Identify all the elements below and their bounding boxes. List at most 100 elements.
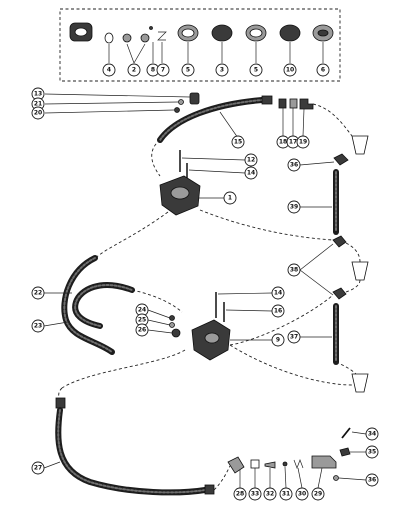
svg-text:21: 21	[34, 101, 42, 108]
valve-body-29-icon	[311, 455, 337, 469]
callout-33: 33	[248, 487, 262, 501]
svg-text:10: 10	[286, 67, 294, 74]
gasket-10-icon	[279, 24, 301, 42]
svg-text:15: 15	[234, 139, 242, 146]
callout-16: 16	[271, 304, 285, 318]
fitting-24-icon	[169, 315, 175, 321]
svg-text:19: 19	[299, 139, 307, 146]
svg-text:17: 17	[289, 139, 297, 146]
right-hoses-group: 36 39 38 37	[287, 135, 369, 393]
svg-text:35: 35	[368, 449, 376, 456]
svg-text:36: 36	[290, 162, 298, 169]
callout-7: 7	[156, 63, 170, 77]
trim-cylinder-connector-mid-icon	[351, 261, 369, 281]
elbow-fitting-13-icon	[189, 92, 200, 105]
svg-text:36: 36	[368, 477, 376, 484]
spring-30-icon	[293, 459, 304, 469]
svg-text:6: 6	[321, 67, 325, 74]
svg-text:4: 4	[107, 67, 111, 74]
bottom-hose-group: 27	[31, 387, 231, 496]
svg-text:29: 29	[314, 491, 322, 498]
svg-text:14: 14	[274, 290, 282, 297]
svg-text:24: 24	[138, 307, 146, 314]
svg-text:25: 25	[138, 317, 146, 324]
fitting-38a-icon	[332, 235, 347, 248]
fitting-32-icon	[264, 461, 276, 469]
washer-36-icon	[333, 475, 339, 481]
svg-text:3: 3	[220, 67, 224, 74]
callout-26: 26	[135, 323, 149, 337]
callout-31: 31	[279, 487, 293, 501]
svg-text:33: 33	[251, 491, 259, 498]
svg-text:2: 2	[132, 67, 136, 74]
spring-and-ball-icon	[149, 26, 167, 41]
callout-23: 23	[31, 319, 45, 333]
fitting-35-icon	[339, 447, 351, 457]
fitting-18-icon	[278, 98, 287, 109]
callout-29: 29	[311, 487, 325, 501]
callout-12: 12	[244, 153, 258, 167]
callout-28: 28	[233, 487, 247, 501]
trim-pump-block-group: 12 14 1	[159, 150, 258, 216]
fitting-33-icon	[250, 459, 260, 469]
kit-dashed-box	[59, 8, 341, 82]
svg-text:30: 30	[298, 491, 306, 498]
elbow-28-icon	[227, 456, 245, 474]
svg-text:26: 26	[138, 327, 146, 334]
svg-text:38: 38	[290, 267, 298, 274]
callout-36-top: 36	[287, 158, 301, 172]
callout-3: 3	[215, 63, 229, 77]
svg-text:12: 12	[247, 157, 255, 164]
svg-text:14: 14	[247, 170, 255, 177]
trim-cylinder-connector-top-icon	[351, 135, 369, 155]
svg-text:39: 39	[290, 204, 298, 211]
callout-37: 37	[287, 330, 301, 344]
svg-text:37: 37	[290, 334, 298, 341]
fitting-19-icon	[299, 98, 314, 110]
o-ring-icon	[104, 32, 114, 44]
callout-36-bottom: 36	[365, 473, 379, 487]
svg-text:7: 7	[161, 67, 165, 74]
svg-text:20: 20	[34, 110, 42, 117]
gasket-3-icon	[211, 24, 233, 42]
callout-22: 22	[31, 286, 45, 300]
callout-6: 6	[316, 63, 330, 77]
svg-text:8: 8	[151, 67, 155, 74]
hose-27-end-fitting-icon	[55, 397, 66, 409]
callout-20: 20	[31, 106, 45, 120]
washer-25-icon	[169, 322, 175, 328]
callout-38: 38	[287, 263, 301, 277]
bottom-fittings-group: 28 33 32 31 30 29 34 35 36 18	[227, 427, 379, 501]
svg-text:13: 13	[34, 91, 42, 98]
callout-14-bottom: 14	[271, 286, 285, 300]
svg-text:1: 1	[228, 195, 232, 202]
callout-14-top: 14	[244, 166, 258, 180]
callout-5-right: 5	[249, 63, 263, 77]
screw-34-icon	[341, 427, 351, 439]
svg-text:22: 22	[34, 290, 42, 297]
left-hoses-group: 22 23 24 25 26 14 16 9	[31, 255, 285, 361]
callout-10: 10	[283, 63, 297, 77]
fitting-26-icon	[171, 328, 181, 338]
callout-39: 39	[287, 200, 301, 214]
callout-5-left: 5	[181, 63, 195, 77]
gasket-6-icon	[312, 24, 334, 42]
washer-20-icon	[174, 107, 180, 113]
svg-text:16: 16	[274, 308, 282, 315]
hose-end-fitting-icon	[261, 95, 273, 105]
trim-cylinder-connector-bottom-icon	[351, 373, 369, 393]
callout-4: 4	[102, 63, 116, 77]
callout-34: 34	[365, 427, 379, 441]
callout-30: 30	[295, 487, 309, 501]
callout-27: 27	[31, 461, 45, 475]
callout-2: 2	[127, 63, 141, 77]
hose-27-end-fitting-b-icon	[204, 484, 215, 495]
callout-9: 9	[271, 333, 285, 347]
callout-19: 19	[296, 135, 310, 149]
svg-text:5: 5	[186, 67, 190, 74]
callout-32: 32	[263, 487, 277, 501]
fitting-38b-icon	[332, 287, 347, 300]
gasket-5b-icon	[245, 24, 267, 42]
svg-text:28: 28	[236, 491, 244, 498]
